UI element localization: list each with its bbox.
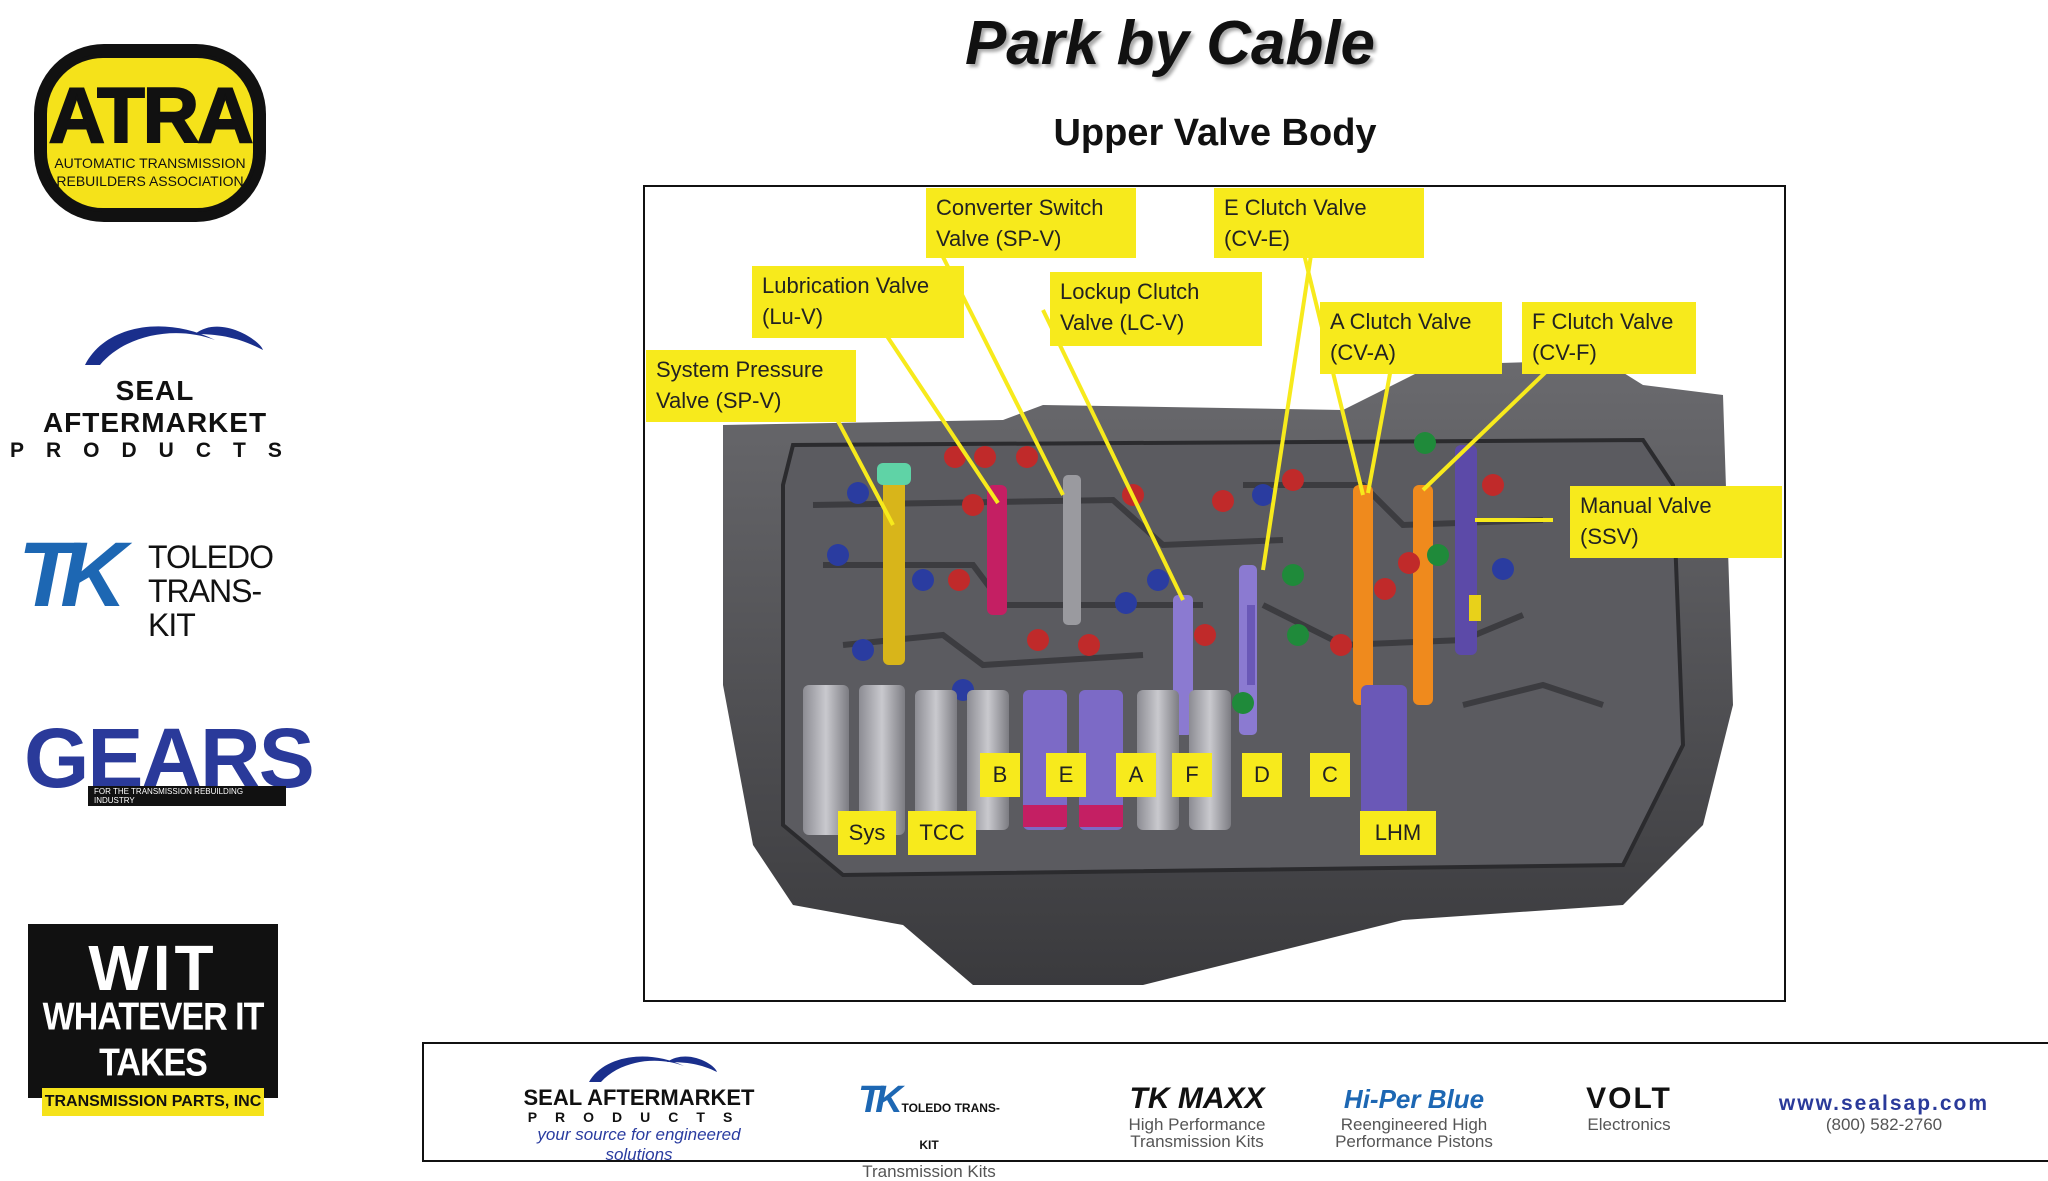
footer-tk-text: TOLEDO TRANS-KIT (901, 1101, 1000, 1152)
wit-logo: WIT WHATEVER IT TAKES TRANSMISSION PARTS… (28, 924, 278, 1116)
callout-a-clutch-valve: A Clutch Valve (CV-A) (1320, 302, 1502, 374)
callout-f-clutch-valve: F Clutch Valve (CV-F) (1522, 302, 1696, 374)
callout-f-clutch-valve-line2: (CV-F) (1532, 340, 1597, 365)
callout-lockup-clutch-valve-line2: Valve (LC-V) (1060, 310, 1185, 335)
toledo-trans-kit-logo: TK TOLEDO TRANS-KIT (18, 524, 288, 642)
footer-volt-mark: VOLT (1586, 1082, 1672, 1115)
callout-manual-valve-line2: (SSV) (1580, 524, 1639, 549)
callout-system-pressure-valve: System Pressure Valve (SP-V) (646, 350, 856, 422)
callout-a-clutch-valve-line2: (CV-A) (1330, 340, 1396, 365)
callout-manual-valve: Manual Valve (SSV) (1570, 486, 1782, 558)
footer-tkmaxx-logo: TK MAXX High Performance Transmission Ki… (1112, 1082, 1282, 1150)
callout-a-clutch-valve-line1: A Clutch Valve (1330, 309, 1472, 334)
wit-logo-bar: TRANSMISSION PARTS, INC (42, 1088, 264, 1116)
wit-logo-mid: WHATEVER IT TAKES (42, 995, 265, 1085)
seal-swoosh-icon (85, 326, 263, 365)
solenoid-label-d: D (1242, 753, 1282, 797)
callout-lubrication-valve-line2: (Lu-V) (762, 304, 824, 329)
callout-converter-switch-valve-line2: Valve (SP-V) (936, 226, 1062, 251)
tk-logo-mark: TK (18, 524, 127, 626)
solenoid-label-c: C (1310, 753, 1350, 797)
footer-seal-tagline: your source for engineered solutions (537, 1125, 741, 1164)
callout-manual-valve-line1: Manual Valve (1580, 493, 1712, 518)
solenoid-label-a: A (1116, 753, 1156, 797)
seal-logo-name: SEAL AFTERMARKET (42, 375, 268, 438)
solenoid-label-sys: Sys (838, 811, 896, 855)
footer-seal-swoosh-icon (589, 1056, 717, 1082)
footer-tkmaxx-caption1: High Performance (1128, 1115, 1266, 1134)
footer-hiperblue-mark: Hi-Per Blue (1343, 1084, 1485, 1114)
footer-seal-products: PRODUCTS (527, 1109, 751, 1125)
footer-contact: www.sealsap.com (800) 582-2760 (1764, 1092, 2004, 1133)
footer-tk-caption: Transmission Kits (862, 1162, 996, 1181)
footer-tk-mark: TK (858, 1079, 903, 1121)
callout-e-clutch-valve: E Clutch Valve (CV-E) (1214, 188, 1424, 258)
footer-seal-name: SEAL AFTERMARKET (523, 1085, 755, 1110)
sponsor-footer: SEAL AFTERMARKET PRODUCTS your source fo… (422, 1042, 2048, 1180)
solenoid-label-b: B (980, 753, 1020, 797)
tk-logo-line1: TOLEDO (148, 539, 274, 575)
footer-volt-logo: VOLT Electronics (1564, 1082, 1694, 1133)
callout-lubrication-valve: Lubrication Valve (Lu-V) (752, 266, 964, 338)
solenoid-label-tcc: TCC (908, 811, 976, 855)
tk-logo-line2: TRANS-KIT (148, 573, 262, 643)
callout-lockup-clutch-valve-line1: Lockup Clutch (1060, 279, 1200, 304)
atra-logo-line2: REBUILDERS ASSOCIATION (56, 173, 244, 189)
callout-system-pressure-valve-line1: System Pressure (656, 357, 824, 382)
callout-converter-switch-valve: Converter Switch Valve (SP-V) (926, 188, 1136, 258)
atra-logo: ATRA AUTOMATIC TRANSMISSION REBUILDERS A… (34, 44, 266, 222)
seal-aftermarket-logo: SEAL AFTERMARKET PRODUCTS (10, 320, 300, 463)
callout-e-clutch-valve-line2: (CV-E) (1224, 226, 1290, 251)
footer-seal-logo: SEAL AFTERMARKET PRODUCTS your source fo… (504, 1052, 774, 1165)
wit-logo-big: WIT (88, 932, 218, 1004)
callout-lockup-clutch-valve: Lockup Clutch Valve (LC-V) (1050, 272, 1262, 346)
gears-logo: GEARS FOR THE TRANSMISSION REBUILDING IN… (24, 716, 315, 806)
footer-hiperblue-caption2: Performance Pistons (1335, 1132, 1493, 1151)
solenoid-label-f: F (1172, 753, 1212, 797)
footer-url-link[interactable]: www.sealsap.com (1778, 1092, 1990, 1115)
footer-tkmaxx-caption2: Transmission Kits (1130, 1132, 1264, 1151)
callout-f-clutch-valve-line1: F Clutch Valve (1532, 309, 1674, 334)
callout-converter-switch-valve-line1: Converter Switch (936, 195, 1104, 220)
page-title: Park by Cable (964, 9, 1376, 78)
footer-hiperblue-logo: Hi-Per Blue Reengineered High Performanc… (1324, 1082, 1504, 1150)
gears-logo-tag: FOR THE TRANSMISSION REBUILDING INDUSTRY (88, 786, 286, 806)
solenoid-label-lhm: LHM (1360, 811, 1436, 855)
footer-phone: (800) 582-2760 (1825, 1115, 1943, 1134)
atra-logo-wordmark: ATRA (48, 71, 255, 159)
callout-lubrication-valve-line1: Lubrication Valve (762, 273, 930, 298)
atra-logo-line1: AUTOMATIC TRANSMISSION (54, 155, 246, 171)
footer-tk-logo: TK TOLEDO TRANS-KIT Transmission Kits (854, 1079, 1004, 1181)
solenoid-label-e: E (1046, 753, 1086, 797)
footer-volt-caption: Electronics (1587, 1115, 1671, 1134)
callout-system-pressure-valve-line2: Valve (SP-V) (656, 388, 782, 413)
callout-e-clutch-valve-line1: E Clutch Valve (1224, 195, 1367, 220)
footer-tkmaxx-mark: TK MAXX (1129, 1082, 1265, 1115)
page-subtitle: Upper Valve Body (1053, 112, 1377, 154)
footer-hiperblue-caption1: Reengineered High (1340, 1115, 1488, 1134)
seal-logo-products: PRODUCTS (10, 439, 304, 462)
